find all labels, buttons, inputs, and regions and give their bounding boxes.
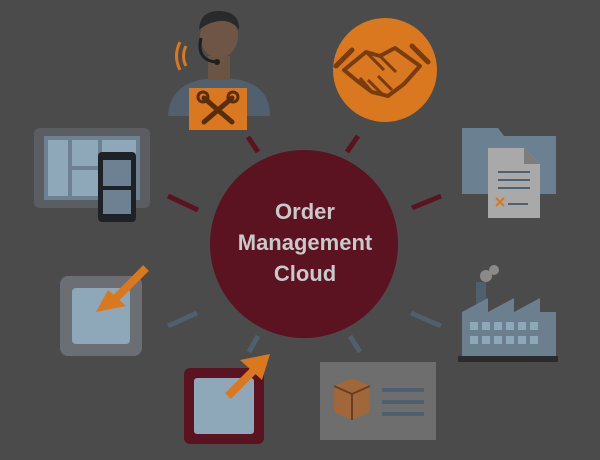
import-arrow-icon [60, 265, 149, 356]
spoke-top-right [344, 134, 361, 154]
export-arrow-icon [184, 354, 270, 444]
tablet-phone-icon [34, 128, 150, 222]
spoke-top-left [245, 135, 261, 154]
spoke-bottom-right [347, 334, 363, 354]
center-label-line-1: Order [275, 199, 335, 224]
spoke-left-upper [166, 193, 200, 213]
handshake-icon [333, 18, 437, 122]
spoke-left-lower [166, 310, 199, 329]
center-circle [210, 150, 398, 338]
center-label: Order Management Cloud [215, 196, 395, 289]
spoke-bottom-left [246, 334, 261, 354]
package-list-icon [320, 362, 436, 440]
spoke-right-lower [410, 310, 442, 329]
connector-spokes [166, 134, 442, 354]
headset-agent-icon [168, 10, 270, 130]
factory-icon [458, 265, 558, 362]
spoke-right-upper [411, 193, 442, 211]
center-label-line-3: Cloud [273, 261, 337, 286]
center-label-line-2: Management [237, 230, 373, 255]
folder-document-icon [462, 128, 556, 218]
